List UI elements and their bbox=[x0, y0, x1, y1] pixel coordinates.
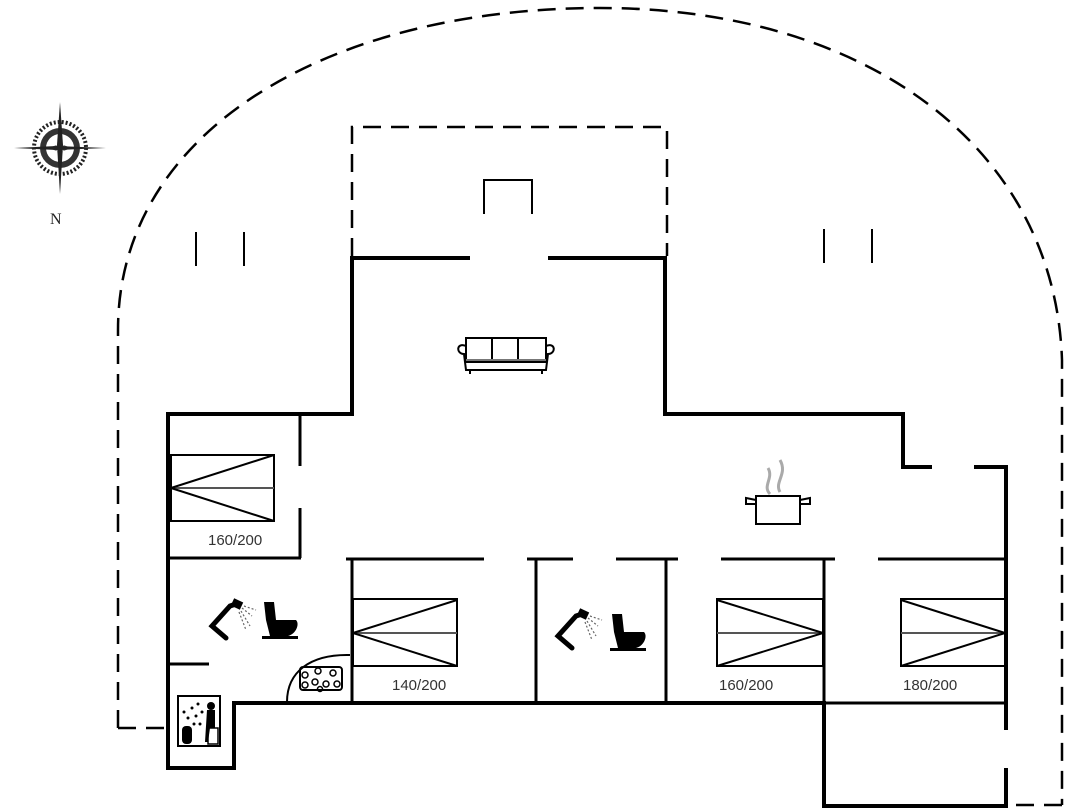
bed-label-bedroom-2: 140/200 bbox=[392, 677, 446, 694]
outdoor-posts-left bbox=[195, 232, 245, 266]
shower-icon bbox=[208, 598, 257, 641]
compass-rose-icon bbox=[14, 102, 106, 194]
bed-bedroom-3 bbox=[716, 598, 824, 667]
interior-walls bbox=[168, 414, 1006, 705]
bed-bedroom-1 bbox=[170, 454, 275, 522]
sauna-icon bbox=[177, 695, 221, 747]
outdoor-posts-right bbox=[823, 229, 873, 263]
bed-label-bedroom-1: 160/200 bbox=[208, 532, 262, 549]
toilet-icon-bathroom-2 bbox=[610, 614, 646, 651]
plot-outline bbox=[116, 6, 1064, 805]
bed-label-bedroom-4: 180/200 bbox=[903, 677, 957, 694]
bed-bedroom-2 bbox=[352, 598, 458, 667]
bed-label-bedroom-3: 160/200 bbox=[719, 677, 773, 694]
exterior-walls bbox=[166, 256, 1008, 808]
bed-bedroom-4 bbox=[900, 598, 1006, 667]
sofa-icon bbox=[457, 337, 555, 374]
whirlpool-icon bbox=[286, 653, 351, 703]
compass-north-label: N bbox=[50, 211, 62, 228]
cooking-pot-icon bbox=[745, 459, 811, 525]
terrace-outline bbox=[350, 125, 669, 256]
shower-icon-bathroom-2 bbox=[554, 608, 603, 651]
terrace-steps bbox=[483, 179, 533, 214]
toilet-icon bbox=[262, 602, 298, 639]
